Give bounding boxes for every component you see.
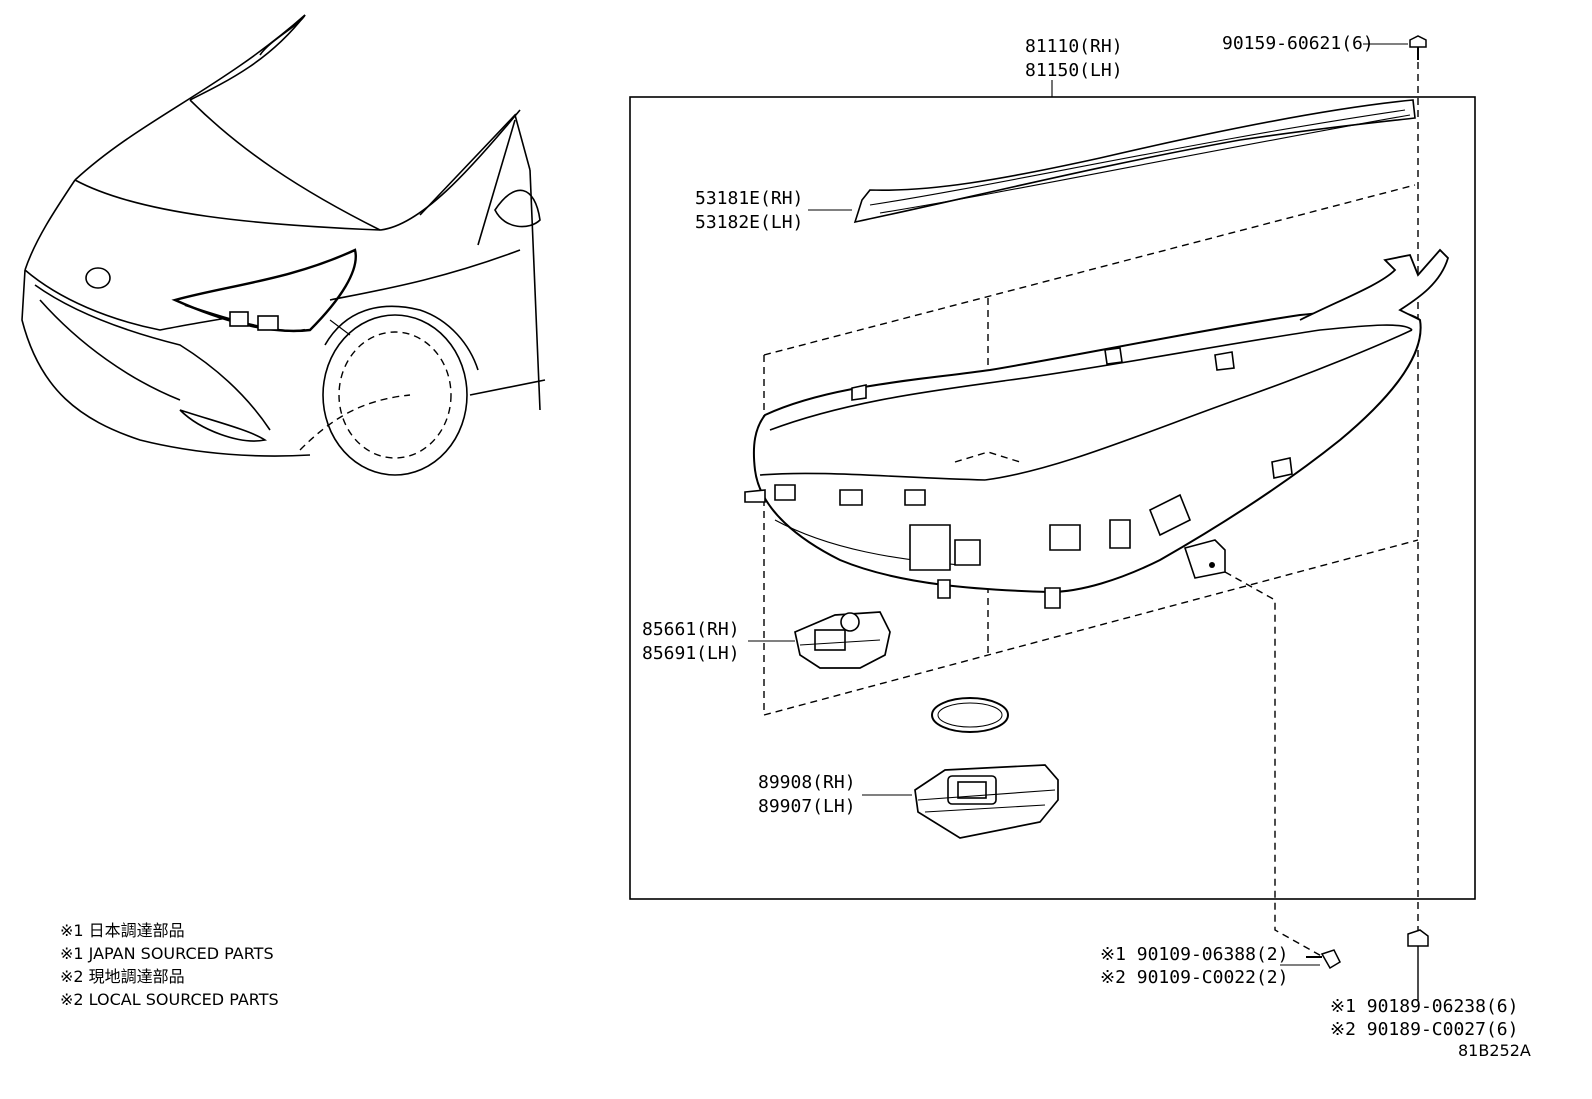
bolt-a-label-local: ※2 90109-C0022(2) — [1100, 967, 1288, 988]
garnish-label-lh: 53182E(LH) — [695, 212, 803, 233]
ballast-label-lh: 89907(LH) — [758, 796, 856, 817]
garnish-label-rh: 53181E(RH) — [695, 188, 803, 209]
top-screw-label: 90159-60621(6) — [1222, 33, 1374, 54]
garnish-part — [853, 99, 1416, 224]
ballast-label-rh: 89908(RH) — [758, 772, 856, 793]
leveling-actuator-part — [794, 611, 891, 669]
bolt-a-label-japan: ※1 90109-06388(2) — [1100, 944, 1288, 965]
ballast-part — [914, 764, 1059, 839]
note-line: ※1 日本調達部品 — [60, 921, 185, 940]
o-ring-part — [931, 697, 1009, 733]
actuator-label-lh: 85691(LH) — [642, 643, 740, 664]
bolt-icon — [1306, 949, 1341, 970]
bolt-icon — [1407, 929, 1429, 1000]
note-line: ※2 LOCAL SOURCED PARTS — [60, 990, 279, 1009]
vehicle-locator-view — [21, 14, 546, 476]
bolt-b-label-local: ※2 90189-C0027(6) — [1330, 1019, 1518, 1040]
bolt-b-label-japan: ※1 90189-06238(6) — [1330, 996, 1518, 1017]
note-line: ※1 JAPAN SOURCED PARTS — [60, 944, 274, 963]
headlamp-label-lh: 81150(LH) — [1025, 60, 1123, 81]
note-line: ※2 現地調達部品 — [60, 967, 185, 986]
screw-icon — [1363, 35, 1427, 60]
actuator-label-rh: 85661(RH) — [642, 619, 740, 640]
headlamp-assembly-part — [744, 248, 1450, 609]
diagram-id: 81B252A — [1458, 1041, 1531, 1060]
headlamp-label-rh: 81110(RH) — [1025, 36, 1123, 57]
